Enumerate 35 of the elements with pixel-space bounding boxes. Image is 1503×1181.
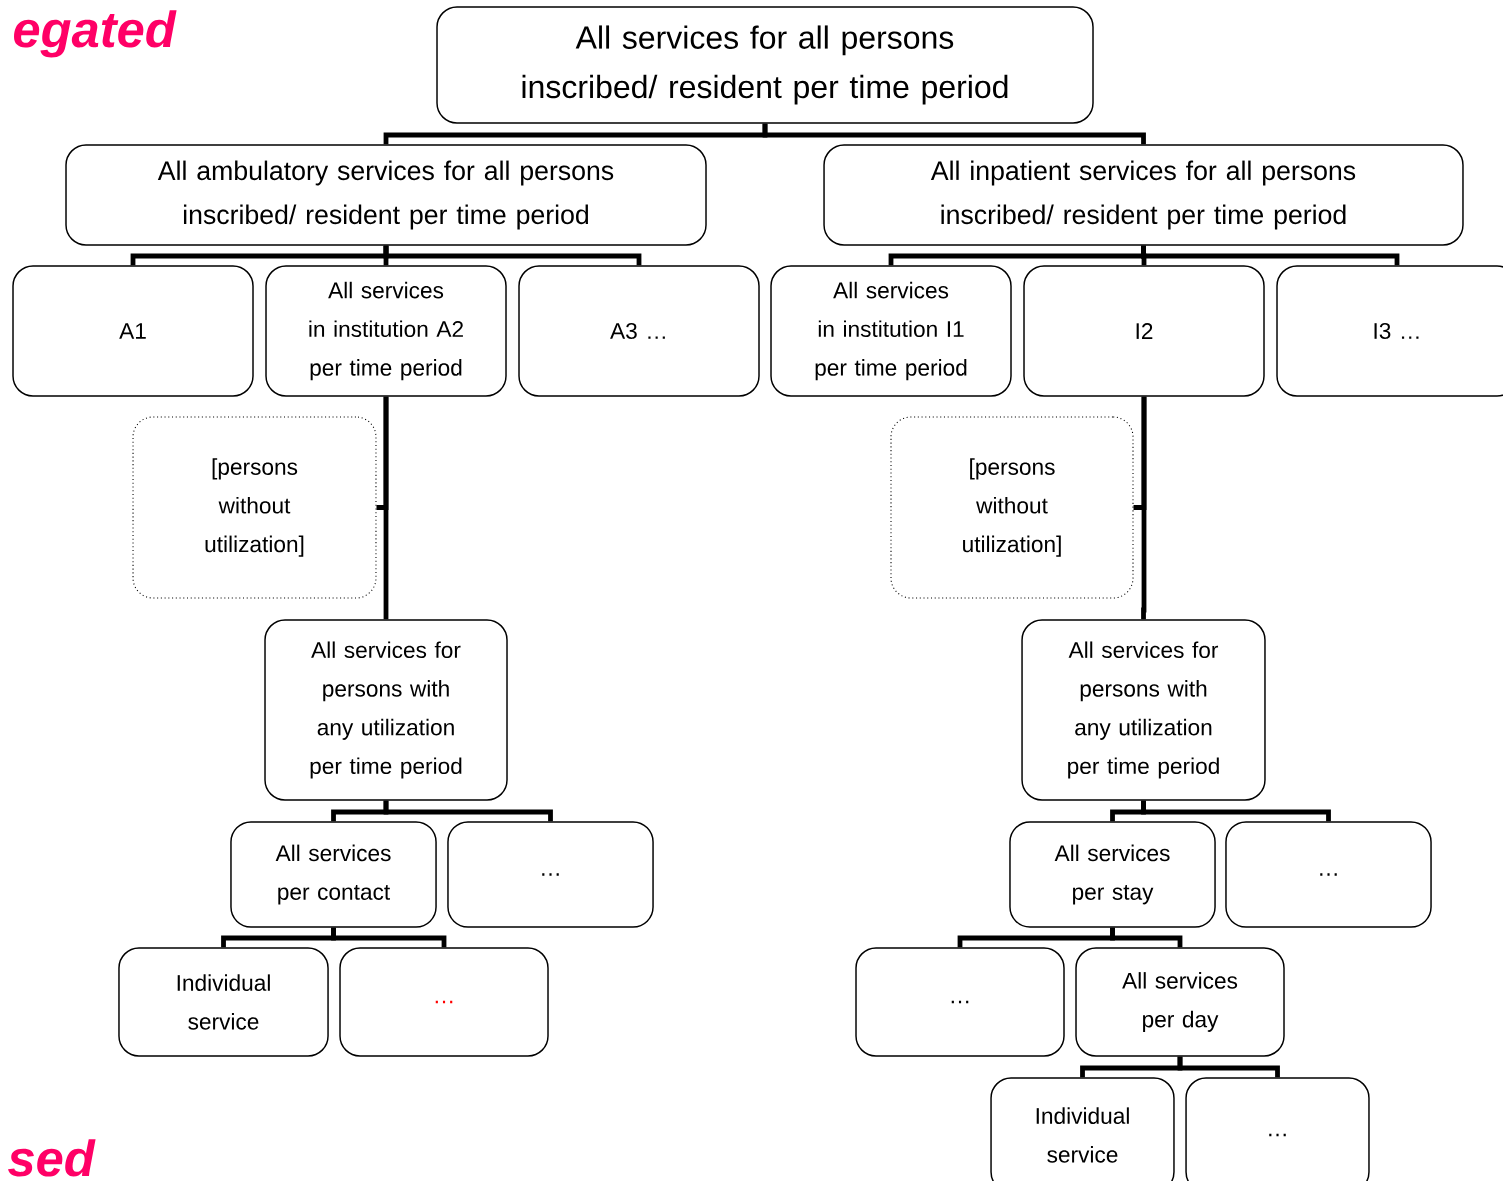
process-box: All services in institution A2 per time period — [265, 265, 507, 397]
process-box: All services per day — [1075, 947, 1285, 1057]
process-box: All services for all persons inscribed/ resident per time period — [436, 6, 1094, 124]
process-box: … — [447, 821, 654, 928]
process-box: … — [855, 947, 1065, 1057]
process-box: … — [1185, 1077, 1370, 1181]
connector — [331, 927, 447, 948]
process-box: Individual service — [118, 947, 329, 1057]
connector — [1141, 800, 1331, 822]
dotted-box: [persons without utilization] — [132, 416, 377, 599]
connector — [762, 123, 1146, 145]
process-box: All services in institution I1 per time period — [770, 265, 1012, 397]
process-box: … — [1225, 821, 1432, 928]
process-box: I3 … — [1276, 265, 1503, 397]
process-box: All services per contact — [230, 821, 437, 928]
process-box: I2 — [1023, 265, 1265, 397]
connector — [383, 800, 553, 822]
process-box: All inpatient services for all persons inscribed/ resident per time period — [823, 144, 1464, 246]
process-box: A3 … — [518, 265, 760, 397]
side-text: egated — [14, 10, 177, 58]
process-box: Individual service — [990, 1077, 1175, 1181]
dotted-box: [persons without utilization] — [890, 416, 1134, 599]
connector — [383, 245, 642, 266]
connector — [1177, 1056, 1280, 1078]
connector — [1141, 245, 1400, 266]
process-box: All services for persons with any utilization per time period — [264, 619, 508, 801]
connector — [383, 396, 389, 620]
process-box: … — [339, 947, 549, 1057]
connector — [1141, 396, 1147, 620]
process-box: All ambulatory services for all persons inscribed/ resident per time period — [65, 144, 707, 246]
process-box: All services per stay — [1009, 821, 1216, 928]
side-text: sed — [8, 1139, 96, 1177]
process-box: A1 — [12, 265, 254, 397]
process-box: All services for persons with any utilization per time period — [1021, 619, 1266, 801]
connector — [1110, 927, 1183, 948]
